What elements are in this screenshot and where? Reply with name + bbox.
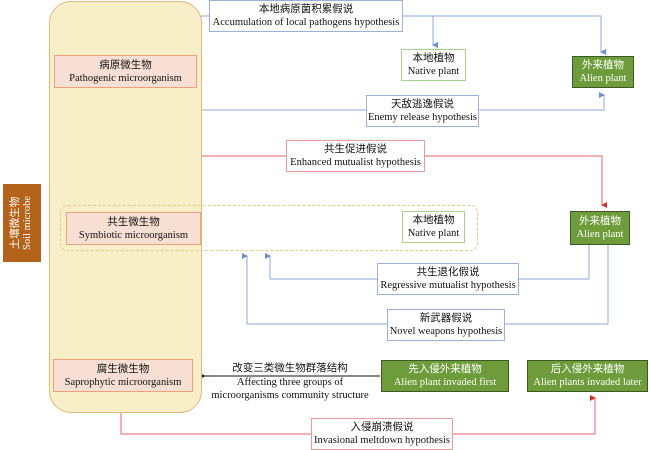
accumulation-hypothesis-box: 本地病原菌积累假说 Accumulation of local pathogen… — [209, 0, 403, 32]
alien-plant-invaded-first-box: 先入侵外来植物 Alien plant invaded first — [381, 360, 509, 392]
pathogenic-microorganism-box: 病原微生物 Pathogenic microorganism — [54, 55, 197, 88]
alien-later-en: Alien plants invaded later — [533, 377, 642, 388]
symbiotic-en: Symbiotic microorganism — [78, 229, 189, 241]
line-enhanced-to-alien — [425, 155, 607, 208]
alien-mid-zh: 外来植物 — [579, 216, 621, 227]
native-top-zh: 本地植物 — [412, 53, 455, 64]
alien-plant-mid-box: 外来植物 Alien plant — [570, 211, 630, 245]
enhanced-mutualist-hypothesis-box: 共生促进假说 Enhanced mutualist hypothesis — [286, 140, 425, 172]
symbiotic-zone — [60, 205, 478, 251]
native-mid-en: Native plant — [407, 228, 460, 239]
saprophytic-microorganism-box: 腐生微生物 Saprophytic microorganism — [53, 359, 193, 392]
accumulation-zh: 本地病原菌积累假说 — [258, 4, 354, 15]
line-alien-to-regressive — [519, 245, 590, 280]
native-plant-mid-box: 本地植物 Native plant — [402, 211, 465, 243]
enhanced-mutualist-en: Enhanced mutualist hypothesis — [290, 157, 421, 168]
symbiotic-zh: 共生微生物 — [107, 216, 160, 228]
invasional-meltdown-en: Invasional meltdown hypothesis — [314, 435, 450, 446]
novel-weapons-en: Novel weapons hypothesis — [389, 326, 503, 337]
enhanced-mutualist-zh: 共生促进假说 — [324, 144, 387, 155]
alien-mid-en: Alien plant — [576, 229, 624, 240]
pathogenic-zh: 病原微生物 — [99, 59, 152, 71]
native-mid-zh: 本地植物 — [412, 215, 455, 226]
pathogenic-en: Pathogenic microorganism — [69, 72, 182, 84]
line-regressive-to-symbiotic — [265, 253, 377, 280]
alien-first-en: Alien plant invaded first — [393, 377, 497, 388]
accumulation-en: Accumulation of local pathogens hypothes… — [212, 17, 400, 28]
enemy-release-zh: 天敌逃逸假说 — [391, 99, 454, 110]
alien-plant-top-box: 外来植物 Alien plant — [572, 56, 634, 88]
regressive-mutualist-en: Regressive mutualist hypothesis — [380, 280, 516, 291]
line-novel-weapons-to-symbiotic — [242, 253, 388, 325]
community-effect-zh: 改变三类微生物群落结构 — [232, 363, 348, 374]
line-accumulation-to-alien — [403, 15, 606, 55]
community-effect-label: 改变三类微生物群落结构 Affecting three groups of mi… — [205, 362, 375, 402]
saprophytic-en: Saprophytic microorganism — [64, 376, 182, 388]
line-enemy-release-to-alien — [479, 92, 605, 111]
native-top-en: Native plant — [407, 66, 460, 77]
line-meltdown-to-alien-later — [453, 395, 596, 435]
enemy-release-en: Enemy release hypothesis — [367, 112, 478, 123]
community-effect-en-1: Affecting three groups of — [236, 377, 344, 388]
alien-top-zh: 外来植物 — [582, 60, 624, 71]
soil-label-en: Soil microbe — [22, 196, 34, 250]
saprophytic-zh: 腐生微生物 — [96, 363, 150, 375]
soil-microbe-label: 土壤微生物 Soil microbe — [3, 184, 41, 262]
alien-plant-invaded-later-box: 后入侵外来植物 Alien plants invaded later — [527, 360, 648, 392]
community-effect-en-2: microorganisms community structure — [211, 390, 369, 401]
regressive-mutualist-hypothesis-box: 共生退化假说 Regressive mutualist hypothesis — [377, 263, 519, 295]
line-alien-to-novel-weapons — [505, 245, 609, 325]
novel-weapons-zh: 新武器假说 — [419, 313, 473, 324]
soil-label-zh: 土壤微生物 — [10, 196, 22, 250]
alien-first-zh: 先入侵外来植物 — [408, 364, 482, 375]
invasional-meltdown-zh: 入侵崩溃假说 — [350, 422, 414, 433]
alien-top-en: Alien plant — [579, 73, 627, 84]
alien-later-zh: 后入侵外来植物 — [550, 364, 625, 375]
line-soil-to-meltdown — [120, 413, 311, 435]
enemy-release-hypothesis-box: 天敌逃逸假说 Enemy release hypothesis — [366, 95, 479, 127]
regressive-mutualist-zh: 共生退化假说 — [416, 267, 480, 278]
symbiotic-microorganism-box: 共生微生物 Symbiotic microorganism — [66, 212, 201, 245]
invasional-meltdown-hypothesis-box: 入侵崩溃假说 Invasional meltdown hypothesis — [311, 418, 453, 450]
native-plant-top-box: 本地植物 Native plant — [401, 49, 466, 81]
novel-weapons-hypothesis-box: 新武器假说 Novel weapons hypothesis — [387, 309, 505, 341]
